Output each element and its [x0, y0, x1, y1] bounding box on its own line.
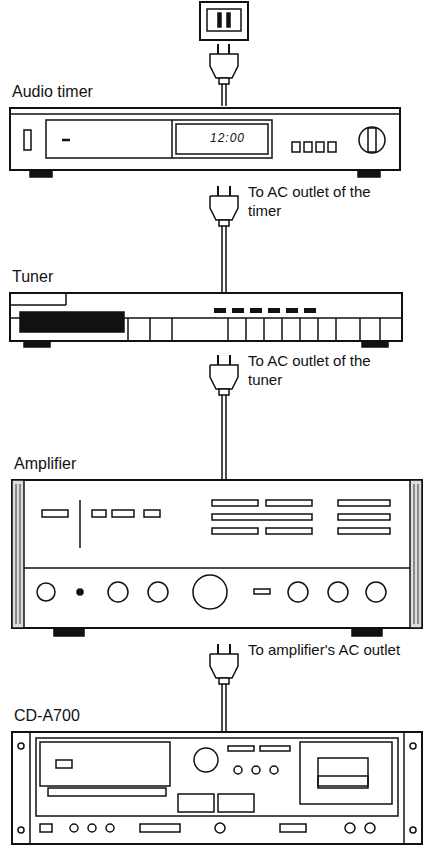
cord-label: To AC outlet of the timer: [248, 182, 408, 220]
power-cord: [210, 170, 238, 293]
cord-label: To AC outlet of the tuner: [248, 351, 408, 389]
device-name: Tuner: [12, 268, 53, 286]
power-cord: [210, 341, 238, 480]
cd-deck-drawing: [12, 732, 422, 844]
device-box: CD-A700: [12, 732, 422, 844]
amplifier-drawing: [12, 480, 422, 636]
wall-outlet: [200, 2, 248, 106]
audio-timer-drawing: [10, 108, 400, 177]
device-name: Audio timer: [12, 83, 93, 101]
power-cord: [210, 628, 238, 732]
device-box: Audio timer12:00: [10, 108, 400, 170]
cord-label: To amplifier's AC outlet: [248, 640, 408, 659]
device-name: CD-A700: [14, 707, 80, 725]
device-name: Amplifier: [14, 455, 76, 473]
tuner-drawing: [10, 293, 402, 347]
display-readout: 12:00: [210, 131, 245, 145]
device-box: Tuner: [10, 293, 402, 341]
device-box: Amplifier: [12, 480, 422, 628]
